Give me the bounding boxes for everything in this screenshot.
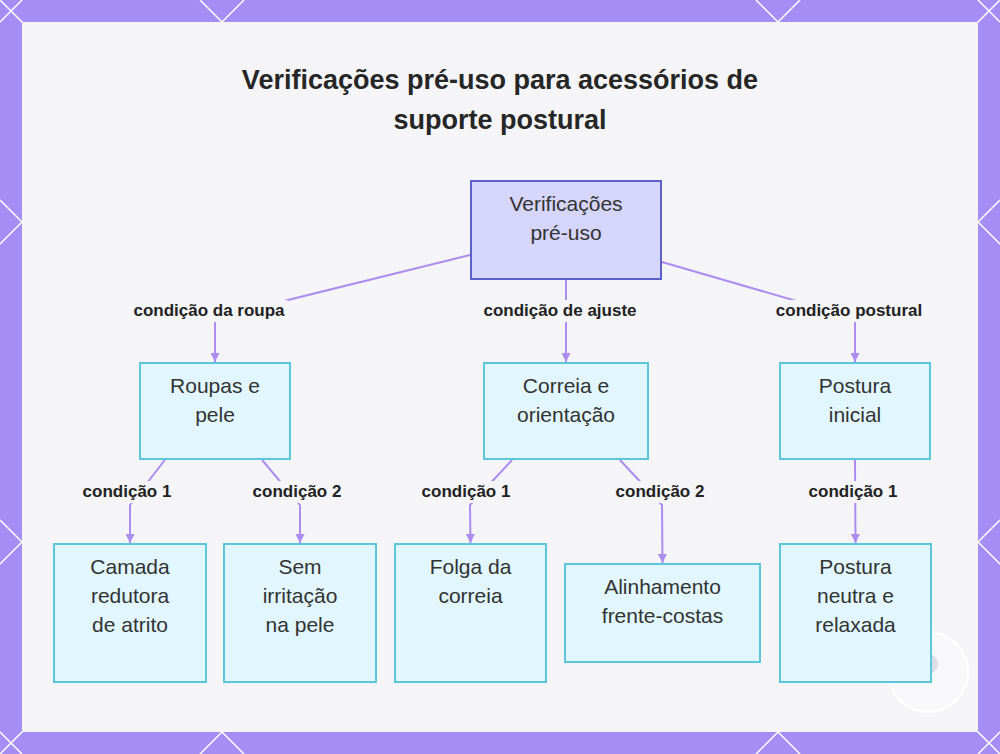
- node-text: Correia e orientação: [505, 371, 627, 429]
- edge-lines: [0, 200, 22, 564]
- check-box: Correia e orientação: [483, 362, 649, 460]
- node-text: Camada redutora de atrito: [84, 552, 176, 639]
- node-text: Postura neutra e relaxada: [810, 552, 901, 639]
- node-text: Postura inicial: [801, 371, 909, 429]
- root-box: Verificações pré-uso: [470, 180, 662, 280]
- edge-lines: [978, 200, 1000, 564]
- diagram-title: Verificações pré-uso para acessórios de …: [222, 60, 778, 140]
- edge-label: condição postural: [773, 300, 925, 322]
- edge-label: condição 2: [613, 481, 708, 503]
- node-text: Folga da correia: [425, 552, 516, 610]
- check-box: Alinhamento frente-costas: [564, 563, 761, 663]
- node-text: Verificações pré-uso: [492, 189, 640, 247]
- check-box: Camada redutora de atrito: [53, 543, 207, 683]
- check-box: Postura neutra e relaxada: [779, 543, 932, 683]
- edge-lines: [200, 0, 800, 22]
- connector-line: [620, 460, 663, 563]
- edge-label: condição da roupa: [130, 300, 287, 322]
- node-text: Roupas e pele: [161, 371, 269, 429]
- node-text: Alinhamento frente-costas: [601, 572, 724, 630]
- edge-label: condição 2: [250, 481, 345, 503]
- check-box: Roupas e pele: [139, 362, 291, 460]
- check-box: Postura inicial: [779, 362, 931, 460]
- check-box: Folga da correia: [394, 543, 547, 683]
- edge-label: condição 1: [419, 481, 514, 503]
- edge-label: condição de ajuste: [480, 300, 639, 322]
- node-text: Sem irritação na pele: [254, 552, 346, 639]
- edge-lines: [200, 732, 800, 754]
- check-box: Sem irritação na pele: [223, 543, 377, 683]
- edge-label: condição 1: [80, 481, 175, 503]
- edge-label: condição 1: [806, 481, 901, 503]
